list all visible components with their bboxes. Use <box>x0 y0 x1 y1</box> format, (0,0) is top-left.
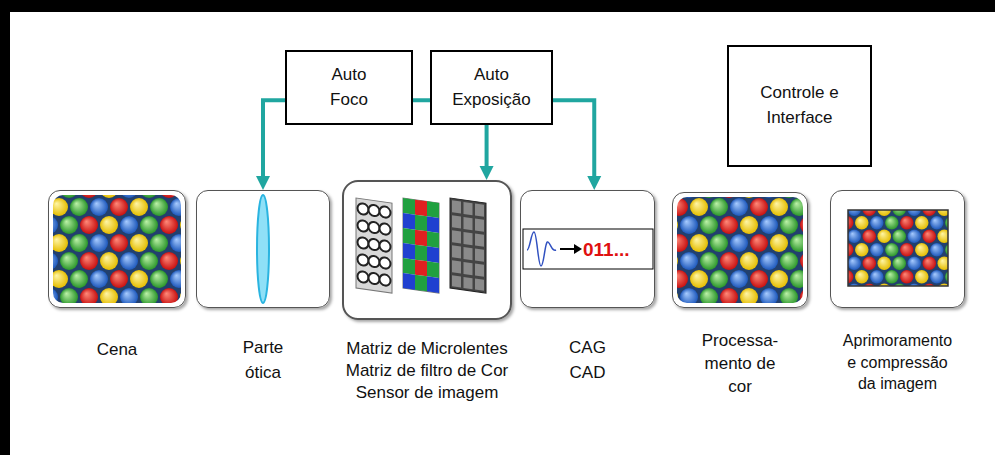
processed-picture <box>677 197 803 303</box>
stage-box: Parte ótica <box>196 190 330 416</box>
box-label: Controle e Interface <box>748 81 852 130</box>
control-box: Controle e Interface <box>727 45 872 167</box>
microlens-array <box>356 198 392 293</box>
stage-caption: Matriz de MicrolentesMatriz de filtro de… <box>332 338 522 404</box>
stage-label: CAG CAD <box>563 336 613 385</box>
stage-frame: 011... <box>520 190 655 308</box>
arrow-head <box>480 166 494 180</box>
compressed-picture <box>848 210 948 286</box>
control-connector <box>553 100 601 190</box>
stage-caption: Parte ótica <box>235 336 291 385</box>
image-sensor <box>450 198 486 293</box>
box-text-holder: Auto Foco <box>318 63 380 112</box>
arrow-head <box>587 176 601 190</box>
stage-label: Matriz de filtro de Cor <box>332 360 522 382</box>
connector-line <box>263 100 285 178</box>
stage-label: Matriz de Microlentes <box>332 338 522 360</box>
control-connector <box>480 125 494 180</box>
control-connector <box>256 100 285 190</box>
box-label: Auto Foco <box>318 63 380 112</box>
stage-frame <box>48 190 186 308</box>
stage-caption: Aprimoramento e compressão da imagem <box>838 330 958 395</box>
stage-box: Aprimoramento e compressão da imagem <box>830 190 965 410</box>
stage-box: Processa- mento de cor <box>672 192 808 410</box>
stage-label: Sensor de imagem <box>332 382 522 404</box>
digital-output: 011... <box>583 238 630 262</box>
stage-frame <box>830 190 965 308</box>
box-text-holder: Controle e Interface <box>748 81 852 130</box>
stage-label: Cena <box>77 338 157 363</box>
lens-symbol <box>257 195 269 303</box>
connector-line <box>485 125 489 168</box>
scene-picture <box>53 195 181 303</box>
stage-caption: Processa- mento de cor <box>692 330 788 399</box>
adc-symbol <box>523 229 653 269</box>
connector-line <box>553 100 594 178</box>
box-text-holder: Auto Exposição <box>446 63 538 112</box>
stage-frame <box>342 180 512 320</box>
control-box: Auto Exposição <box>430 50 553 125</box>
stage-label: Processa- mento de cor <box>692 330 788 399</box>
color-filter-array <box>403 198 439 293</box>
control-connector <box>413 100 430 101</box>
stage-box: Matriz de MicrolentesMatriz de filtro de… <box>342 180 512 418</box>
control-box: Auto Foco <box>285 50 413 125</box>
arrow-head <box>256 176 270 190</box>
stage-box: 011... CAG CAD <box>520 190 655 416</box>
stage-label: Parte ótica <box>235 336 291 385</box>
stage-frame <box>672 192 808 308</box>
stage-box: Cena <box>48 190 186 418</box>
stage-label: Aprimoramento e compressão da imagem <box>838 330 958 395</box>
connector-line <box>413 98 430 102</box>
stage-caption: Cena <box>77 338 157 363</box>
stage-caption: CAG CAD <box>563 336 613 385</box>
stage-frame <box>196 190 330 308</box>
box-label: Auto Exposição <box>446 63 538 112</box>
